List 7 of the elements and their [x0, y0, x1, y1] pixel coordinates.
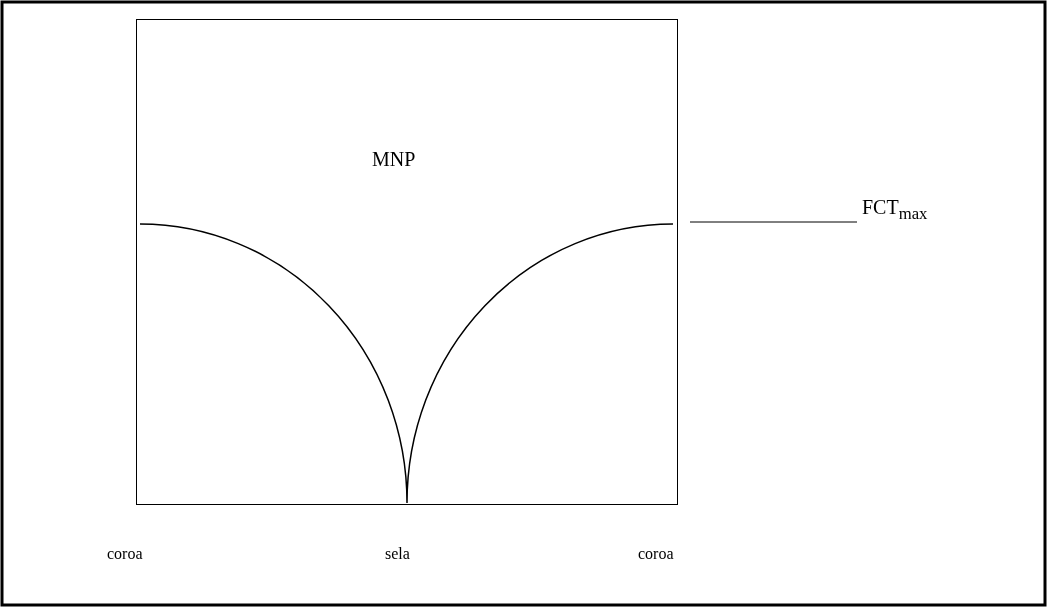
- axis-label: coroa: [107, 545, 143, 563]
- plot-box: [136, 19, 678, 505]
- region-label: MNP: [372, 148, 416, 171]
- leader-line: [689, 221, 858, 223]
- axis-label: coroa: [638, 545, 674, 563]
- axis-label: sela: [385, 545, 410, 563]
- level-label: FCT$_{max}$: [862, 196, 928, 224]
